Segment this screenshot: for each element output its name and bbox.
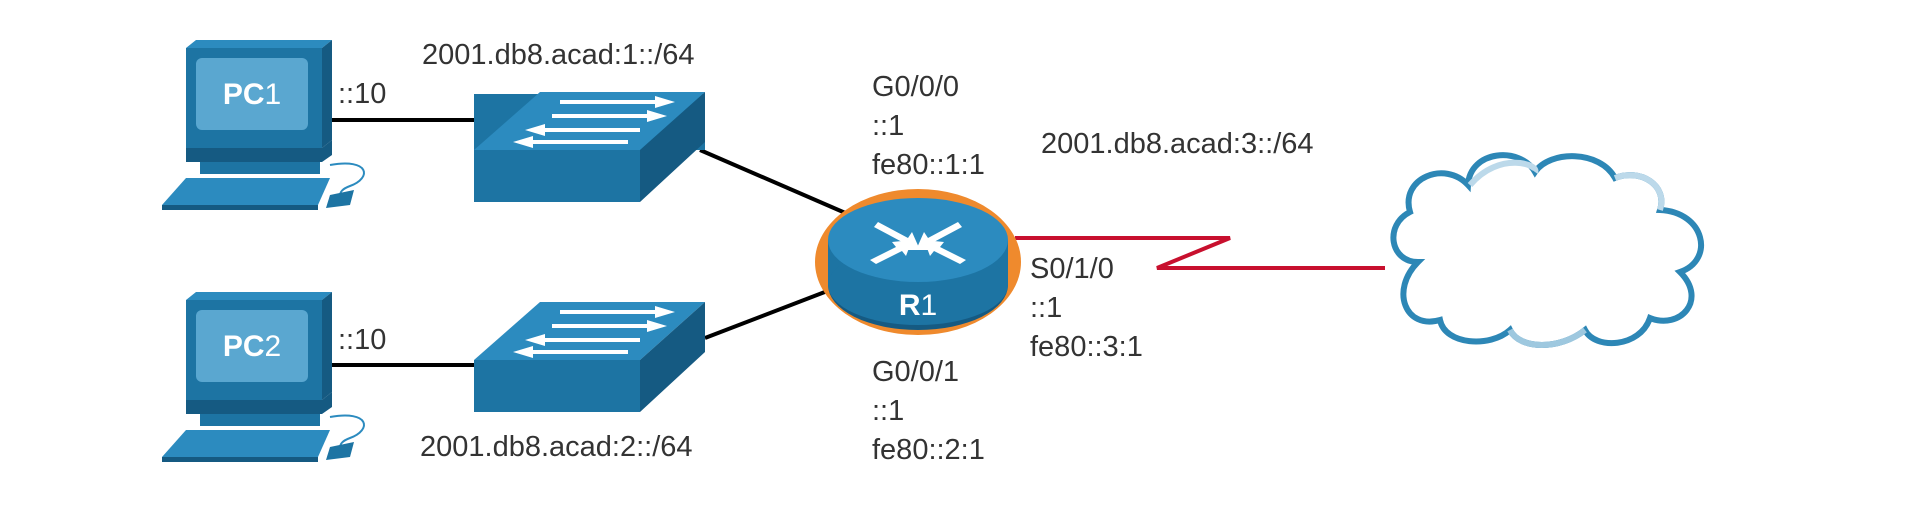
serial-link-r1-cloud xyxy=(1015,236,1385,270)
link-switch2-r1 xyxy=(704,288,831,340)
s010-interface-name: S0/1/0 xyxy=(1030,253,1114,285)
switch2-icon xyxy=(474,302,705,412)
g001-link-local: fe80::2:1 xyxy=(872,434,985,466)
switch1-icon xyxy=(474,92,705,202)
g000-link-local: fe80::1:1 xyxy=(872,149,985,181)
labels: 2001.db8.acad:1::/64 ::10 ::10 2001.db8.… xyxy=(338,39,1314,466)
router-r1-icon: R1 xyxy=(815,189,1021,335)
pc1-label: PC1 xyxy=(223,78,281,111)
g001-ip: ::1 xyxy=(872,395,904,427)
g000-ip: ::1 xyxy=(872,110,904,142)
links xyxy=(332,118,1385,367)
pc1-ip-label: ::10 xyxy=(338,78,386,110)
cloud-icon xyxy=(1390,152,1705,348)
lan1-network-label: 2001.db8.acad:1::/64 xyxy=(422,39,695,71)
lan2-network-label: 2001.db8.acad:2::/64 xyxy=(420,431,693,463)
link-switch1-r1 xyxy=(699,148,851,217)
r1-label: R1 xyxy=(899,289,937,322)
pc2-ip-label: ::10 xyxy=(338,324,386,356)
pc2-label: PC2 xyxy=(223,330,281,363)
s010-ip: ::1 xyxy=(1030,292,1062,324)
pc2-icon: PC2 xyxy=(162,292,365,462)
g000-interface-name: G0/0/0 xyxy=(872,71,959,103)
pc1-icon: PC1 xyxy=(162,40,365,210)
s010-link-local: fe80::3:1 xyxy=(1030,331,1143,363)
g001-interface-name: G0/0/1 xyxy=(872,356,959,388)
wan-network-label: 2001.db8.acad:3::/64 xyxy=(1041,128,1314,160)
